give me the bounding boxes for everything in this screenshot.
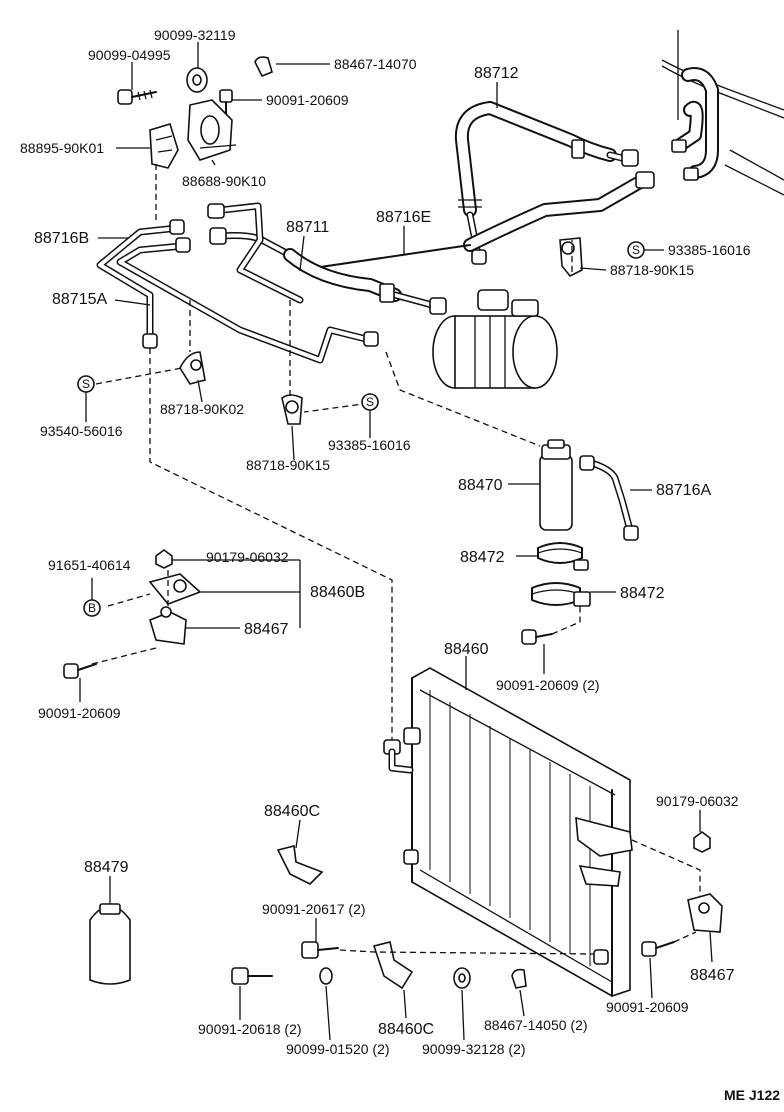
diagram-code: ME J122 [724, 1087, 780, 1103]
label-88472-upper: 88472 [460, 549, 505, 566]
label-90099-01520-2: 90099-01520 (2) [286, 1041, 390, 1057]
part-labels: 90099-04995 90099-32119 88467-14070 9009… [20, 27, 780, 1103]
symbol-s-3: S [627, 241, 645, 259]
bolt-90091-20618 [231, 967, 273, 985]
bracket-88460C-bottom [372, 941, 414, 990]
bracket-88467-left [149, 606, 187, 645]
bracket-88467-right [687, 893, 723, 933]
bracket-88460C-top [276, 845, 324, 885]
label-88688-90K10: 88688-90K10 [182, 173, 266, 189]
label-93385-16016-top: 93385-16016 [668, 242, 751, 258]
label-88470: 88470 [458, 477, 503, 494]
label-90091-20609-left: 90091-20609 [38, 705, 121, 721]
clip-88467-14070 [254, 56, 273, 78]
label-90091-20609-top: 90091-20609 [266, 92, 349, 108]
clamp-88718-90K15-mid [281, 394, 303, 425]
symbol-s-2: S [361, 393, 379, 411]
pipe-88716B [96, 219, 185, 349]
vehicle-body-outline [661, 30, 784, 196]
grommet-90099-32119 [186, 67, 208, 93]
bolt-90091-20609-mid [521, 629, 553, 645]
pipe-88715A [116, 202, 379, 364]
bracket-88472-lower [531, 582, 591, 607]
label-91651-40614: 91651-40614 [48, 557, 131, 573]
label-90091-20609-right: 90091-20609 [606, 999, 689, 1015]
label-88718-90K02: 88718-90K02 [160, 401, 244, 417]
svg-text:S: S [632, 243, 640, 257]
bolt-90091-20617 [301, 941, 339, 959]
label-88467-right: 88467 [690, 967, 735, 984]
bracket-88895-90K01 [149, 123, 179, 169]
compressor [432, 289, 558, 389]
nut-90179-06032-left [155, 549, 173, 569]
leader-lines [79, 42, 713, 1041]
label-93385-16016-mid: 93385-16016 [328, 437, 411, 453]
label-88718-90K15-mid: 88718-90K15 [246, 457, 330, 473]
pipe-88716A [579, 455, 639, 541]
label-88716E: 88716E [376, 209, 431, 226]
svg-text:S: S [366, 395, 374, 409]
svg-text:S: S [82, 377, 90, 391]
label-90091-20617-2: 90091-20617 (2) [262, 901, 366, 917]
svg-text:B: B [88, 601, 96, 615]
bolt-90091-20609-left [63, 663, 97, 679]
label-88711: 88711 [286, 219, 329, 236]
bolt-90099-04995 [117, 89, 157, 105]
label-88716B: 88716B [34, 230, 89, 247]
label-90099-32119: 90099-32119 [154, 27, 236, 43]
assembly-dashed-lines [91, 164, 701, 955]
label-90179-06032-left: 90179-06032 [206, 549, 289, 565]
label-90091-20609-2: 90091-20609 (2) [496, 677, 600, 693]
bracket-88688-90K10 [187, 99, 237, 161]
label-90179-06032-right: 90179-06032 [656, 793, 739, 809]
bolt-90091-20609-right [641, 941, 675, 957]
label-88895-90K01: 88895-90K01 [20, 140, 104, 156]
label-88716A: 88716A [656, 482, 711, 499]
label-88467-14050-2: 88467-14050 (2) [484, 1017, 588, 1033]
compressor-oil-88479 [89, 903, 131, 985]
receiver-drier-88470 [539, 439, 573, 531]
bracket-88460B [148, 573, 202, 605]
discharge-hose-88712 [454, 101, 655, 265]
label-88460: 88460 [444, 641, 489, 658]
clip-88467-14050 [511, 968, 527, 989]
label-90091-20618-2: 90091-20618 (2) [198, 1021, 302, 1037]
pipe-88716E [299, 244, 471, 271]
symbol-s-1: S [77, 375, 95, 393]
nut-90179-06032-right [693, 831, 711, 853]
label-88467-left: 88467 [244, 621, 289, 638]
condenser-88460 [383, 667, 633, 997]
label-88715A: 88715A [52, 291, 107, 308]
grommet-90099-32128 [453, 967, 471, 989]
symbol-b: B [83, 599, 101, 617]
label-88460B: 88460B [310, 584, 365, 601]
suction-hose-88711 [209, 227, 447, 315]
label-93540-56016: 93540-56016 [40, 423, 123, 439]
label-88460C-top: 88460C [264, 803, 320, 820]
label-88472-lower: 88472 [620, 585, 665, 602]
label-88718-90K15-top: 88718-90K15 [610, 262, 694, 278]
label-90099-32128-2: 90099-32128 (2) [422, 1041, 526, 1057]
clamp-88718-90K02 [179, 351, 206, 385]
label-88712: 88712 [474, 65, 519, 82]
label-88460C-bottom: 88460C [378, 1021, 434, 1038]
label-88479: 88479 [84, 859, 129, 876]
washer-90099-01520 [319, 967, 333, 985]
label-88467-14070: 88467-14070 [334, 56, 417, 72]
bracket-88472-upper [537, 542, 589, 571]
clamp-88718-90K15-top [559, 237, 583, 278]
label-90099-04995: 90099-04995 [88, 47, 171, 63]
